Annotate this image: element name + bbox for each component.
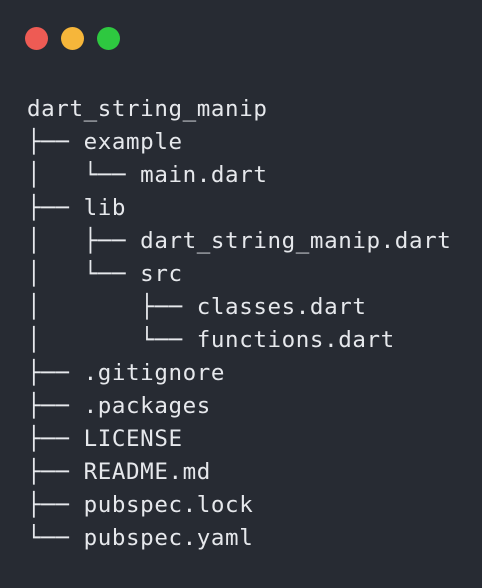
tree-item-lib: lib	[83, 195, 127, 221]
tree-line: └── pubspec.yaml	[27, 522, 451, 555]
tree-line: ├── LICENSE	[27, 423, 451, 456]
tree-item-pubspec-yaml: pubspec.yaml	[83, 525, 254, 551]
tree-item-main-dart: main.dart	[140, 162, 268, 188]
file-tree: dart_string_manip├── example│ └── main.d…	[27, 93, 451, 555]
window-controls	[25, 27, 120, 50]
tree-guide: │ └──	[27, 261, 141, 287]
tree-line: │ ├── dart_string_manip.dart	[27, 225, 451, 258]
tree-item-dart-string-manip-dart: dart_string_manip.dart	[140, 228, 452, 254]
tree-guide: ├──	[27, 492, 84, 518]
tree-item-pubspec-lock: pubspec.lock	[83, 492, 254, 518]
close-button[interactable]	[25, 27, 48, 50]
tree-line: │ ├── classes.dart	[27, 291, 451, 324]
tree-line: ├── pubspec.lock	[27, 489, 451, 522]
tree-guide: └──	[27, 525, 84, 551]
minimize-button[interactable]	[61, 27, 84, 50]
tree-line: ├── .packages	[27, 390, 451, 423]
tree-guide: ├──	[27, 393, 84, 419]
tree-item-example: example	[83, 129, 183, 155]
tree-guide: │ ├──	[27, 294, 197, 320]
tree-guide: ├──	[27, 426, 84, 452]
tree-item-packages: .packages	[83, 393, 211, 419]
tree-item-classes-dart: classes.dart	[196, 294, 367, 320]
tree-line: ├── README.md	[27, 456, 451, 489]
tree-item-src: src	[140, 261, 183, 287]
tree-guide: ├──	[27, 459, 84, 485]
tree-guide: ├──	[27, 195, 84, 221]
tree-guide: │ └──	[27, 327, 197, 353]
tree-line: ├── lib	[27, 192, 451, 225]
tree-line: │ └── main.dart	[27, 159, 451, 192]
tree-item-gitignore: .gitignore	[83, 360, 226, 386]
tree-guide: │ ├──	[27, 228, 141, 254]
tree-item-functions-dart: functions.dart	[196, 327, 395, 353]
maximize-button[interactable]	[97, 27, 120, 50]
tree-guide: ├──	[27, 129, 84, 155]
tree-line: │ └── src	[27, 258, 451, 291]
tree-root: dart_string_manip	[27, 96, 268, 122]
tree-guide: │ └──	[27, 162, 141, 188]
tree-guide: ├──	[27, 360, 84, 386]
tree-line: │ └── functions.dart	[27, 324, 451, 357]
tree-line: ├── example	[27, 126, 451, 159]
tree-line: ├── .gitignore	[27, 357, 451, 390]
tree-item-license: LICENSE	[83, 426, 183, 452]
tree-item-readme-md: README.md	[83, 459, 211, 485]
